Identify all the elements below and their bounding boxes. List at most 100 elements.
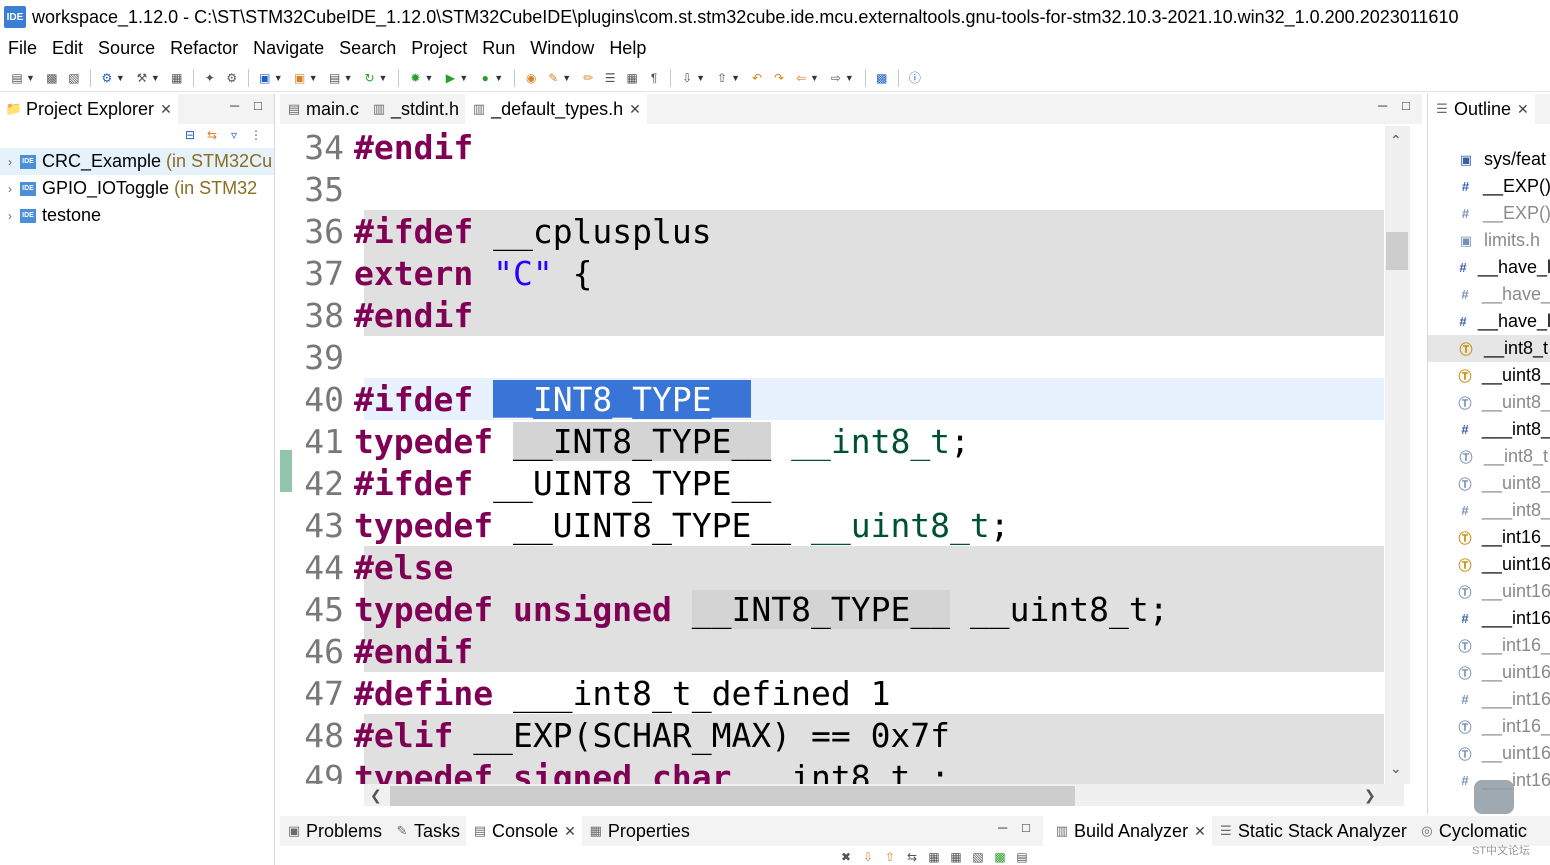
filter-icon[interactable]: ▿: [230, 128, 238, 142]
horizontal-scroll-thumb[interactable]: [390, 786, 1075, 806]
outline-item[interactable]: Ⓣ__int16_: [1428, 632, 1550, 659]
block-selection-icon[interactable]: ▦: [626, 70, 638, 85]
tab-tasks[interactable]: ✎Tasks: [388, 816, 466, 846]
search-icon[interactable]: ✎: [548, 70, 559, 85]
menu-file[interactable]: File: [8, 37, 38, 58]
forward-arrow-icon[interactable]: ⇨: [830, 70, 841, 85]
chevron-right-icon[interactable]: ›: [8, 181, 12, 196]
tab-project-explorer[interactable]: 📁 Project Explorer ✕: [0, 94, 178, 124]
tab-problems[interactable]: ▣Problems: [280, 816, 388, 846]
chevron-down-icon[interactable]: ▼: [809, 72, 819, 83]
tab-outline[interactable]: ☰ Outline ✕: [1428, 94, 1535, 124]
new-file-icon[interactable]: ▤: [328, 70, 341, 85]
chevron-right-icon[interactable]: ›: [8, 208, 12, 223]
outline-item[interactable]: Ⓣ__uint8_: [1428, 362, 1550, 389]
outline-item[interactable]: #__have_l: [1428, 254, 1550, 281]
outline-item[interactable]: Ⓣ__uint16: [1428, 740, 1550, 767]
pin-console-icon[interactable]: ▦: [950, 849, 962, 864]
outline-item[interactable]: ▣limits.h: [1428, 227, 1550, 254]
tab-main-c[interactable]: ▤main.c: [280, 94, 365, 124]
outline-item[interactable]: Ⓣ__int16_: [1428, 524, 1550, 551]
chevron-down-icon[interactable]: ▼: [562, 72, 572, 83]
close-icon[interactable]: ✕: [629, 100, 641, 117]
view-menu-icon[interactable]: ⋮: [250, 128, 262, 142]
chevron-down-icon[interactable]: ⌄: [1390, 760, 1402, 776]
minimize-icon[interactable]: ─: [998, 820, 1008, 835]
outline-item[interactable]: #___int8_: [1428, 416, 1550, 443]
tab-cyclomatic[interactable]: ◎Cyclomatic: [1413, 816, 1533, 846]
chevron-down-icon[interactable]: ▼: [696, 72, 706, 83]
last-edit-icon[interactable]: ↶: [751, 70, 763, 85]
menu-navigate[interactable]: Navigate: [253, 37, 325, 58]
menu-source[interactable]: Source: [98, 37, 156, 58]
scroll-lock-icon[interactable]: ⇩: [862, 849, 874, 864]
outline-item[interactable]: #__have_: [1428, 281, 1550, 308]
chevron-down-icon[interactable]: ▼: [273, 72, 283, 83]
device-icon[interactable]: ⚙: [226, 70, 238, 85]
close-icon[interactable]: ✕: [1517, 100, 1529, 117]
link-editor-icon[interactable]: ⇆: [206, 128, 218, 142]
chevron-down-icon[interactable]: ▼: [150, 72, 160, 83]
outline-item[interactable]: Ⓣ__int8_t: [1428, 335, 1550, 362]
word-wrap-icon[interactable]: ☰: [604, 70, 616, 85]
chevron-down-icon[interactable]: ▼: [844, 72, 854, 83]
next-annotation-icon[interactable]: ⇩: [682, 70, 693, 85]
maximize-icon[interactable]: □: [254, 98, 262, 113]
chevron-down-icon[interactable]: ▼: [308, 72, 318, 83]
scroll-up-icon[interactable]: ⇧: [884, 849, 896, 864]
new-source-icon[interactable]: ▣: [294, 70, 306, 85]
chevron-down-icon[interactable]: ▼: [424, 72, 434, 83]
outline-item[interactable]: #__have_l: [1428, 308, 1550, 335]
menu-search[interactable]: Search: [339, 37, 397, 58]
menu-run[interactable]: Run: [482, 37, 516, 58]
outline-item[interactable]: #__EXP(): [1428, 200, 1550, 227]
forward-edit-icon[interactable]: ↷: [773, 70, 785, 85]
info-icon[interactable]: ⓘ: [908, 71, 921, 85]
outline-item[interactable]: Ⓣ__uint16: [1428, 578, 1550, 605]
chevron-down-icon[interactable]: ▼: [494, 72, 504, 83]
maximize-icon[interactable]: □: [1022, 820, 1030, 835]
tab-static-stack-analyzer[interactable]: ☰Static Stack Analyzer: [1212, 816, 1413, 846]
save-all-icon[interactable]: ▧: [68, 70, 80, 85]
outline-item[interactable]: ▣sys/feat: [1428, 146, 1550, 173]
build-hammer-icon[interactable]: ⚒: [136, 70, 148, 85]
chevron-left-icon[interactable]: ❮: [370, 787, 382, 803]
clear-console-icon[interactable]: ▦: [928, 849, 940, 864]
tab-build-analyzer[interactable]: ▥Build Analyzer✕: [1048, 816, 1212, 846]
debug-link-icon[interactable]: ✦: [204, 70, 215, 85]
refresh-icon[interactable]: ↻: [364, 70, 375, 85]
menu-window[interactable]: Window: [530, 37, 595, 58]
previous-annotation-icon[interactable]: ⇧: [717, 70, 728, 85]
maximize-icon[interactable]: □: [1402, 98, 1410, 113]
settings-icon[interactable]: ⚙: [101, 70, 113, 85]
chevron-down-icon[interactable]: ▼: [26, 72, 35, 83]
outline-item[interactable]: #__EXP(): [1428, 173, 1550, 200]
chevron-down-icon[interactable]: ▼: [343, 72, 353, 83]
outline-item[interactable]: Ⓣ__uint8_: [1428, 389, 1550, 416]
minimize-icon[interactable]: ─: [1378, 98, 1388, 113]
close-icon[interactable]: ✕: [160, 100, 172, 117]
chevron-up-icon[interactable]: ⌃: [1390, 132, 1402, 148]
close-icon[interactable]: ✕: [1194, 822, 1206, 839]
chevron-down-icon[interactable]: ▼: [115, 72, 125, 83]
display-console-icon[interactable]: ▧: [972, 849, 984, 864]
outline-item[interactable]: #___int8_: [1428, 497, 1550, 524]
mark-occurrences-icon[interactable]: ✏: [583, 70, 594, 85]
outline-item[interactable]: #___int16: [1428, 605, 1550, 632]
run-icon[interactable]: ▶: [445, 70, 455, 85]
open-perspective-icon[interactable]: ▩: [876, 70, 888, 85]
tab-properties[interactable]: ▦Properties: [582, 816, 696, 846]
chevron-down-icon[interactable]: ▼: [731, 72, 740, 83]
close-icon[interactable]: ✕: [564, 822, 576, 839]
binary-icon[interactable]: ▦: [171, 70, 183, 85]
show-whitespace-icon[interactable]: ¶: [650, 70, 658, 85]
open-console-icon[interactable]: ▩: [994, 849, 1006, 864]
new-project-icon[interactable]: ▣: [259, 70, 271, 85]
menu-refactor[interactable]: Refactor: [170, 37, 239, 58]
new-console-icon[interactable]: ▤: [1016, 849, 1028, 864]
vertical-scrollbar[interactable]: [1385, 126, 1410, 784]
tab-console[interactable]: ▤Console✕: [466, 816, 582, 846]
outline-item[interactable]: Ⓣ__int8_t: [1428, 443, 1550, 470]
